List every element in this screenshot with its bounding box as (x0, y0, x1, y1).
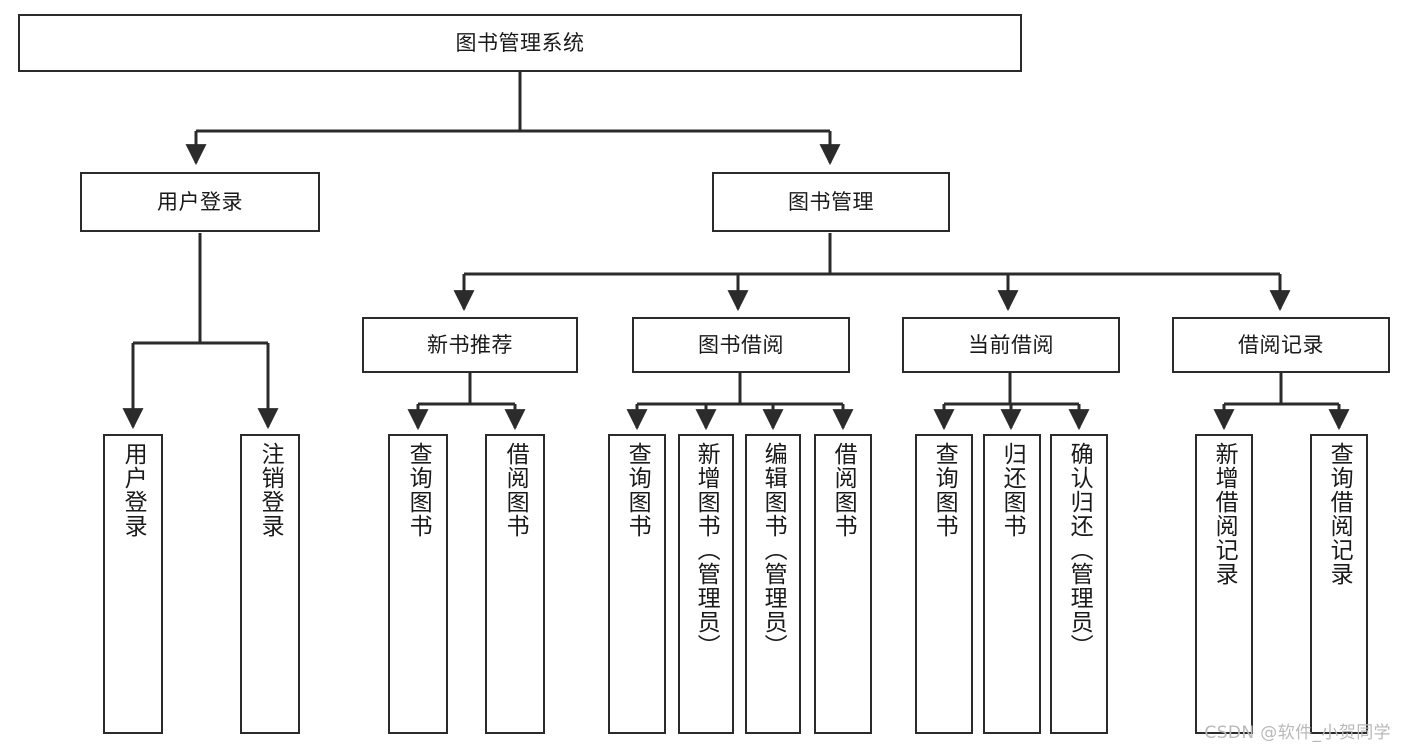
leaf-current-query-book-label: 查询图书 (931, 442, 958, 538)
leaf-new-book-borrow-label: 借阅图书 (502, 442, 529, 538)
node-user-login-label: 用户登录 (157, 189, 243, 214)
leaf-borrow-add-book-label: 新增图书（管理员） (693, 442, 720, 658)
leaf-record-query-record[interactable]: 查询借阅记录 (1310, 434, 1368, 734)
leaf-record-add-record[interactable]: 新增借阅记录 (1195, 434, 1253, 734)
leaf-user-login-login-label: 用户登录 (120, 442, 147, 538)
leaf-borrow-borrow-book-label: 借阅图书 (830, 442, 857, 538)
leaf-current-confirm-return[interactable]: 确认归还（管理员） (1050, 434, 1108, 734)
leaf-user-login-login[interactable]: 用户登录 (103, 434, 163, 734)
node-book-borrow-label: 图书借阅 (698, 332, 784, 357)
leaf-user-login-logout[interactable]: 注销登录 (240, 434, 300, 734)
leaf-borrow-add-book[interactable]: 新增图书（管理员） (678, 434, 734, 734)
leaf-record-query-record-label: 查询借阅记录 (1326, 442, 1353, 586)
node-book-management[interactable]: 图书管理 (712, 172, 950, 232)
node-root-system[interactable]: 图书管理系统 (18, 14, 1022, 72)
leaf-borrow-edit-book-label: 编辑图书（管理员） (760, 442, 787, 658)
csdn-watermark: CSDN @软件_小贺同学 (1204, 723, 1391, 743)
leaf-new-book-query[interactable]: 查询图书 (388, 434, 448, 734)
node-new-book-recommend-label: 新书推荐 (427, 332, 513, 357)
leaf-borrow-query-book[interactable]: 查询图书 (608, 434, 666, 734)
node-borrow-record[interactable]: 借阅记录 (1172, 317, 1390, 373)
leaf-borrow-edit-book[interactable]: 编辑图书（管理员） (745, 434, 801, 734)
node-current-borrow-label: 当前借阅 (968, 332, 1054, 357)
node-current-borrow[interactable]: 当前借阅 (902, 317, 1120, 373)
leaf-new-book-query-label: 查询图书 (405, 442, 432, 538)
leaf-borrow-query-book-label: 查询图书 (624, 442, 651, 538)
node-borrow-record-label: 借阅记录 (1238, 332, 1324, 357)
leaf-current-confirm-return-label: 确认归还（管理员） (1066, 442, 1093, 658)
leaf-current-return-book[interactable]: 归还图书 (983, 434, 1041, 734)
leaf-new-book-borrow[interactable]: 借阅图书 (485, 434, 545, 734)
node-new-book-recommend[interactable]: 新书推荐 (362, 317, 578, 373)
leaf-current-query-book[interactable]: 查询图书 (915, 434, 973, 734)
leaf-record-add-record-label: 新增借阅记录 (1211, 442, 1238, 586)
node-book-borrow[interactable]: 图书借阅 (632, 317, 850, 373)
node-root-system-label: 图书管理系统 (455, 30, 585, 55)
leaf-user-login-logout-label: 注销登录 (257, 442, 284, 538)
node-book-management-label: 图书管理 (788, 189, 874, 214)
leaf-borrow-borrow-book[interactable]: 借阅图书 (814, 434, 872, 734)
leaf-current-return-book-label: 归还图书 (999, 442, 1026, 538)
node-user-login[interactable]: 用户登录 (80, 172, 320, 232)
